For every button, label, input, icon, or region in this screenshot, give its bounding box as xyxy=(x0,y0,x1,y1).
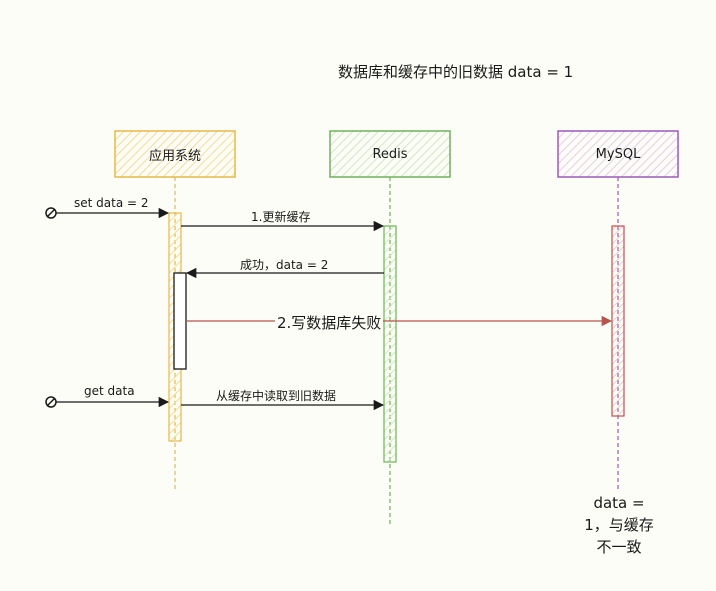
participant-redis-label: Redis xyxy=(372,146,408,162)
found-marker-set-hatch xyxy=(46,208,56,218)
message-read-old: 从缓存中读取到旧数据 xyxy=(216,389,337,403)
diagram-title: 数据库和缓存中的旧数据 data = 1 xyxy=(338,63,574,81)
participant-box-redis xyxy=(329,130,451,178)
activation-redis xyxy=(383,225,397,463)
found-marker-get-hatch xyxy=(46,397,56,407)
participant-box-app xyxy=(114,130,236,178)
message-write-db-fail: 2.写数据库失败 xyxy=(275,312,384,333)
message-get-data: get data xyxy=(84,384,135,398)
activation-mysql xyxy=(611,225,625,417)
message-set-data: set data = 2 xyxy=(74,196,149,210)
mysql-note: data = 1，与缓存不一致 xyxy=(584,494,654,556)
participant-mysql-label: MySQL xyxy=(595,146,641,162)
activation-app-nested xyxy=(173,272,187,370)
message-success: 成功，data = 2 xyxy=(240,258,329,272)
message-update-cache: 1.更新缓存 xyxy=(251,210,311,224)
participant-app-label: 应用系统 xyxy=(148,148,201,164)
